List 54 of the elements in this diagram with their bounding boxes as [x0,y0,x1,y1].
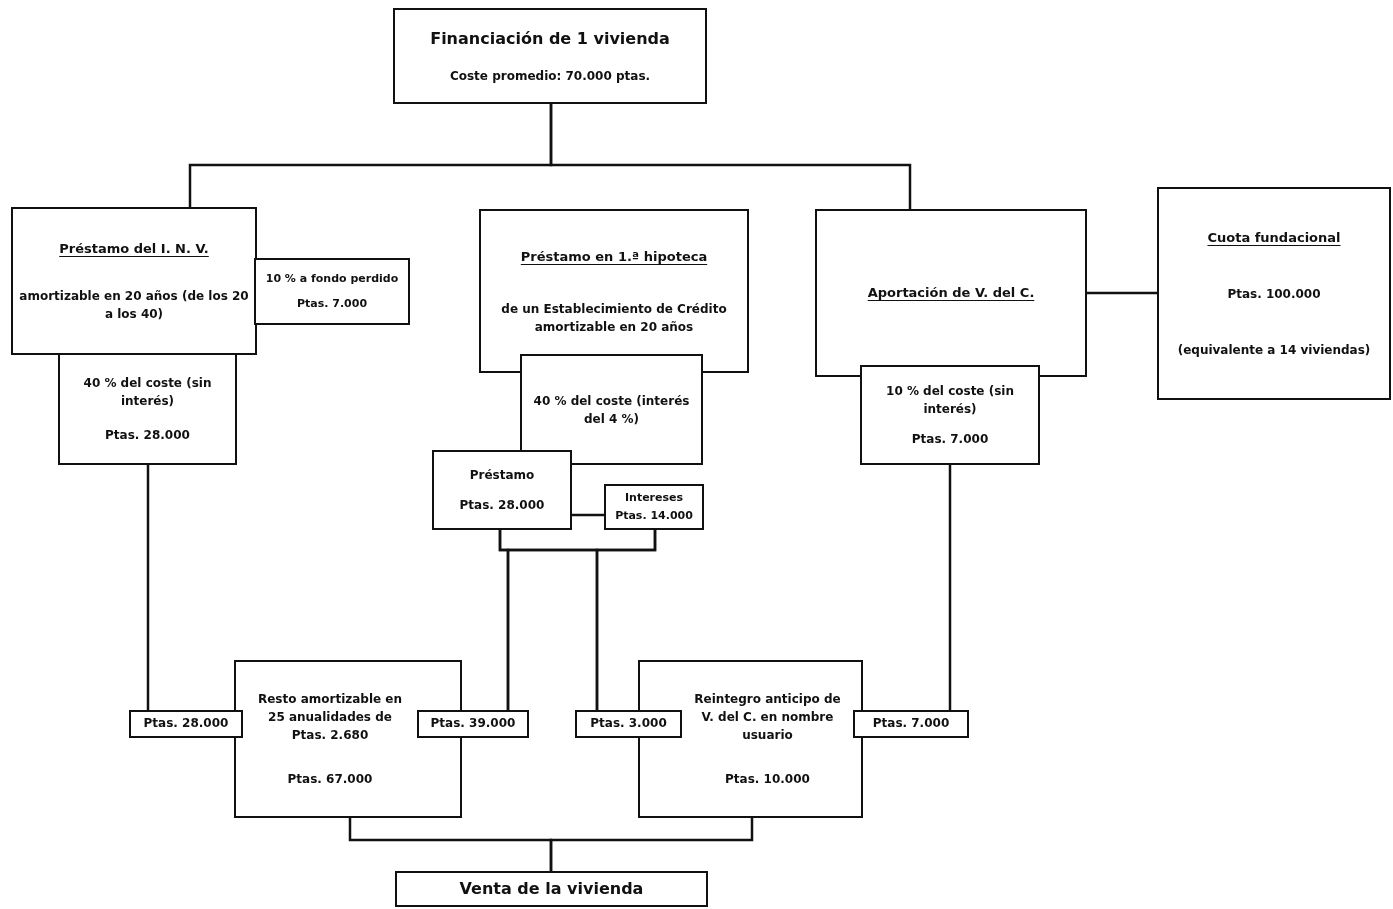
connector-line [595,530,657,710]
box-text: Ptas. 67.000 [287,771,373,788]
box-text: Préstamo [469,467,535,484]
box-text: de un Establecimiento de Crédito amortizable en 20 años [500,300,728,336]
process-box [860,365,1040,465]
box-text: 10 % del coste (sin interés) [885,382,1015,418]
process-box [393,8,707,104]
process-box [432,450,572,530]
process-box [417,710,529,738]
connector-line [1087,291,1157,295]
box-text: Reintegro anticipo de V. del C. en nombre usuario [693,691,842,744]
heading: Préstamo en 1.ª hipoteca [520,247,708,266]
process-box [479,209,749,373]
connector-line [572,513,604,517]
box-text: Coste promedio: 70.000 ptas. [449,67,651,85]
box-text: 40 % del coste (interés del 4 %) [532,392,691,428]
connector-line [948,465,952,710]
box-text: Ptas. 28.000 [105,427,190,445]
box-text: Ptas. 28.000 [143,716,229,732]
box-text: Ptas. 10.000 [725,771,810,788]
heading: Cuota fundacional [1207,229,1341,248]
heading: Venta de la vivienda [459,878,644,900]
box-text: Resto amortizable en 25 anualidades de Ptas. 2.680 [256,691,404,744]
heading: Préstamo del I. N. V. [59,240,209,259]
box-text: 10 % a fondo perdido [265,272,399,287]
box-text: (equivalente a 14 viviendas) [1177,341,1371,359]
process-box [58,353,237,465]
box-text: Ptas. 39.000 [430,716,516,732]
box-text: Ptas. 7.000 [296,296,368,311]
process-box [11,207,257,355]
box-text: Ptas. 14.000 [615,508,693,523]
process-box [1157,187,1391,400]
box-text: Ptas. 7.000 [911,431,989,449]
heading: Financiación de 1 vivienda [430,28,670,51]
box-text: Ptas. 3.000 [590,716,667,732]
box-text: Intereses [624,491,684,506]
process-box [129,710,243,738]
box-text: 40 % del coste (sin interés) [82,374,213,410]
box-text: Ptas. 28.000 [459,497,545,514]
box-text: Ptas. 100.000 [1227,286,1321,304]
connector-line [146,465,150,710]
process-box [254,258,410,325]
process-box [575,710,682,738]
box-text: amortizable en 20 años (de los 20 a los 40) [19,287,249,323]
process-box [604,484,704,530]
connector-line [549,818,754,871]
connector-line [549,104,912,209]
heading: Aportación de V. del C. [867,284,1035,303]
process-box [234,660,462,818]
box-text: Ptas. 7.000 [872,716,950,732]
process-box [815,209,1087,377]
process-box [395,871,708,907]
process-box [853,710,969,738]
process-box [520,354,703,465]
